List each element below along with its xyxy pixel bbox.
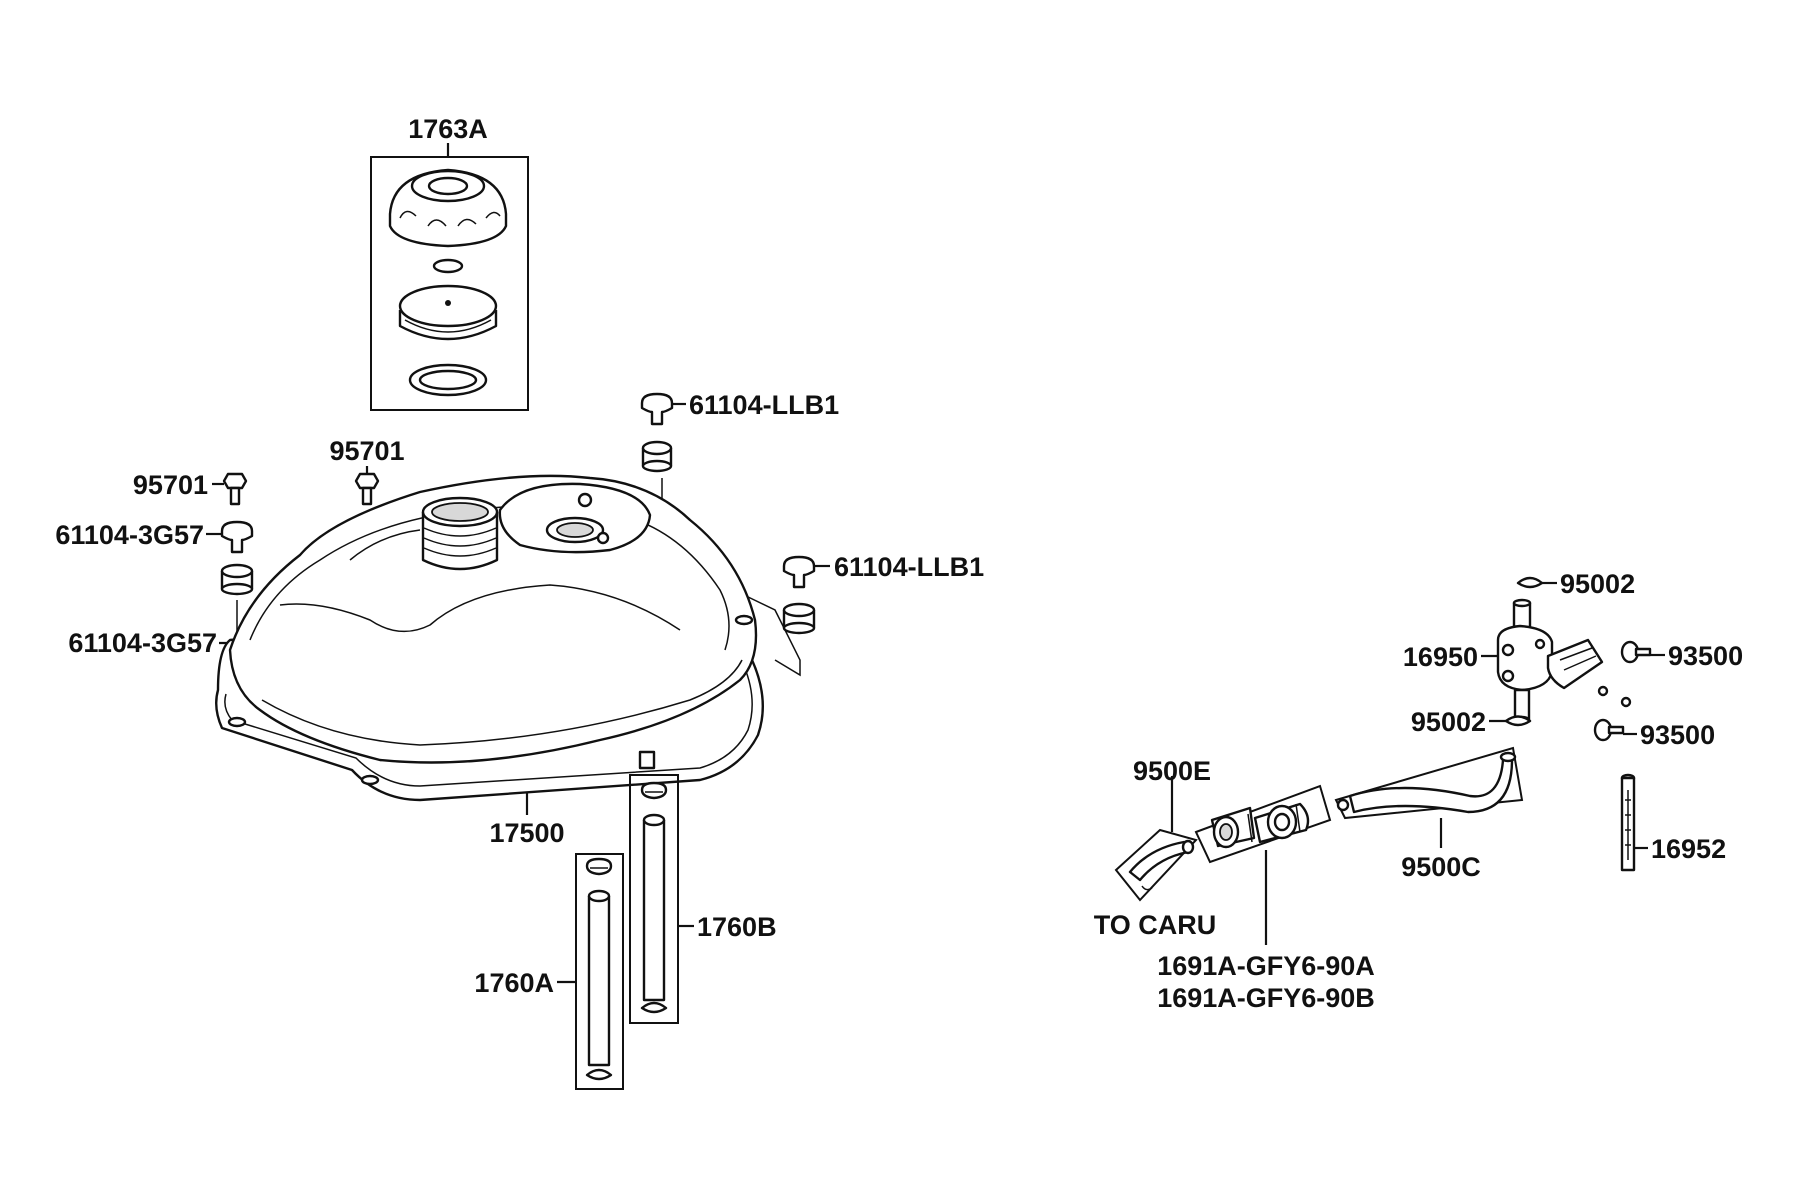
tank-pump-recess <box>498 482 652 554</box>
right-grommet-group: 61104-LLB1 <box>743 552 984 677</box>
fuel-filter: 1691A-GFY6-90A 1691A-GFY6-90B <box>1157 784 1375 1013</box>
rubber-grommet-left <box>220 563 254 596</box>
label-17500: 17500 <box>489 818 564 848</box>
drain-tube-a: 1760A <box>474 853 624 1090</box>
rubber-grommet-right <box>782 602 816 635</box>
label-9500c: 9500C <box>1401 852 1481 882</box>
label-61104-llb1-top: 61104-LLB1 <box>689 390 839 420</box>
label-16950: 16950 <box>1403 642 1478 672</box>
label-95701-mid: 95701 <box>329 436 404 466</box>
label-61104-3g57-lower: 61104-3G57 <box>68 628 217 658</box>
label-93500-top: 93500 <box>1668 641 1743 671</box>
fuel-cap-set: 1763A <box>370 114 529 411</box>
screw-93500-bottom: 93500 <box>1593 718 1715 750</box>
cap-gasket <box>408 363 488 397</box>
label-61104-llb1-right: 61104-LLB1 <box>834 552 984 582</box>
grommet-collar-right <box>782 555 816 589</box>
label-1763a: 1763A <box>408 114 488 144</box>
label-1691a-gfy6-90b: 1691A-GFY6-90B <box>1157 983 1375 1013</box>
label-95002-bottom: 95002 <box>1411 707 1486 737</box>
fuel-cap <box>388 168 508 248</box>
label-1760a: 1760A <box>474 968 554 998</box>
label-95002-top: 95002 <box>1560 569 1635 599</box>
hose-9500e: 9500E TO CARU <box>1094 756 1217 940</box>
screw-93500-top: 93500 <box>1620 640 1743 671</box>
label-1691a-gfy6-90a: 1691A-GFY6-90A <box>1157 951 1375 981</box>
hose-9500c: 9500C <box>1334 746 1524 882</box>
small-screws <box>1597 685 1632 708</box>
strainer-16952: 16952 <box>1620 773 1726 872</box>
middle-bolt: 95701 <box>329 436 405 506</box>
left-bolt: 95701 <box>133 470 248 506</box>
filler-neck <box>398 284 498 341</box>
fuel-tank: 17500 <box>215 474 764 848</box>
rubber-grommet-top <box>641 440 673 473</box>
label-95701-left: 95701 <box>133 470 208 500</box>
left-grommet-group: 61104-3G57 <box>55 520 254 720</box>
grommet-collar-top <box>640 392 674 426</box>
label-1760b: 1760B <box>697 912 777 942</box>
clip-95002-top: 95002 <box>1516 569 1635 599</box>
drain-tube-b: 1760B <box>629 774 777 1024</box>
top-grommet-group: 61104-LLB1 <box>640 390 839 505</box>
label-61104-3g57-left: 61104-3G57 <box>55 520 204 550</box>
label-93500-bottom: 93500 <box>1640 720 1715 750</box>
label-to-carb: TO CARU <box>1094 910 1217 940</box>
cap-washer <box>432 258 464 274</box>
label-9500e: 9500E <box>1133 756 1211 786</box>
label-16952: 16952 <box>1651 834 1726 864</box>
tank-filler-neck <box>421 496 499 571</box>
fuel-cock: 16950 <box>1403 598 1604 725</box>
clip-95002-bottom: 95002 <box>1411 707 1532 737</box>
